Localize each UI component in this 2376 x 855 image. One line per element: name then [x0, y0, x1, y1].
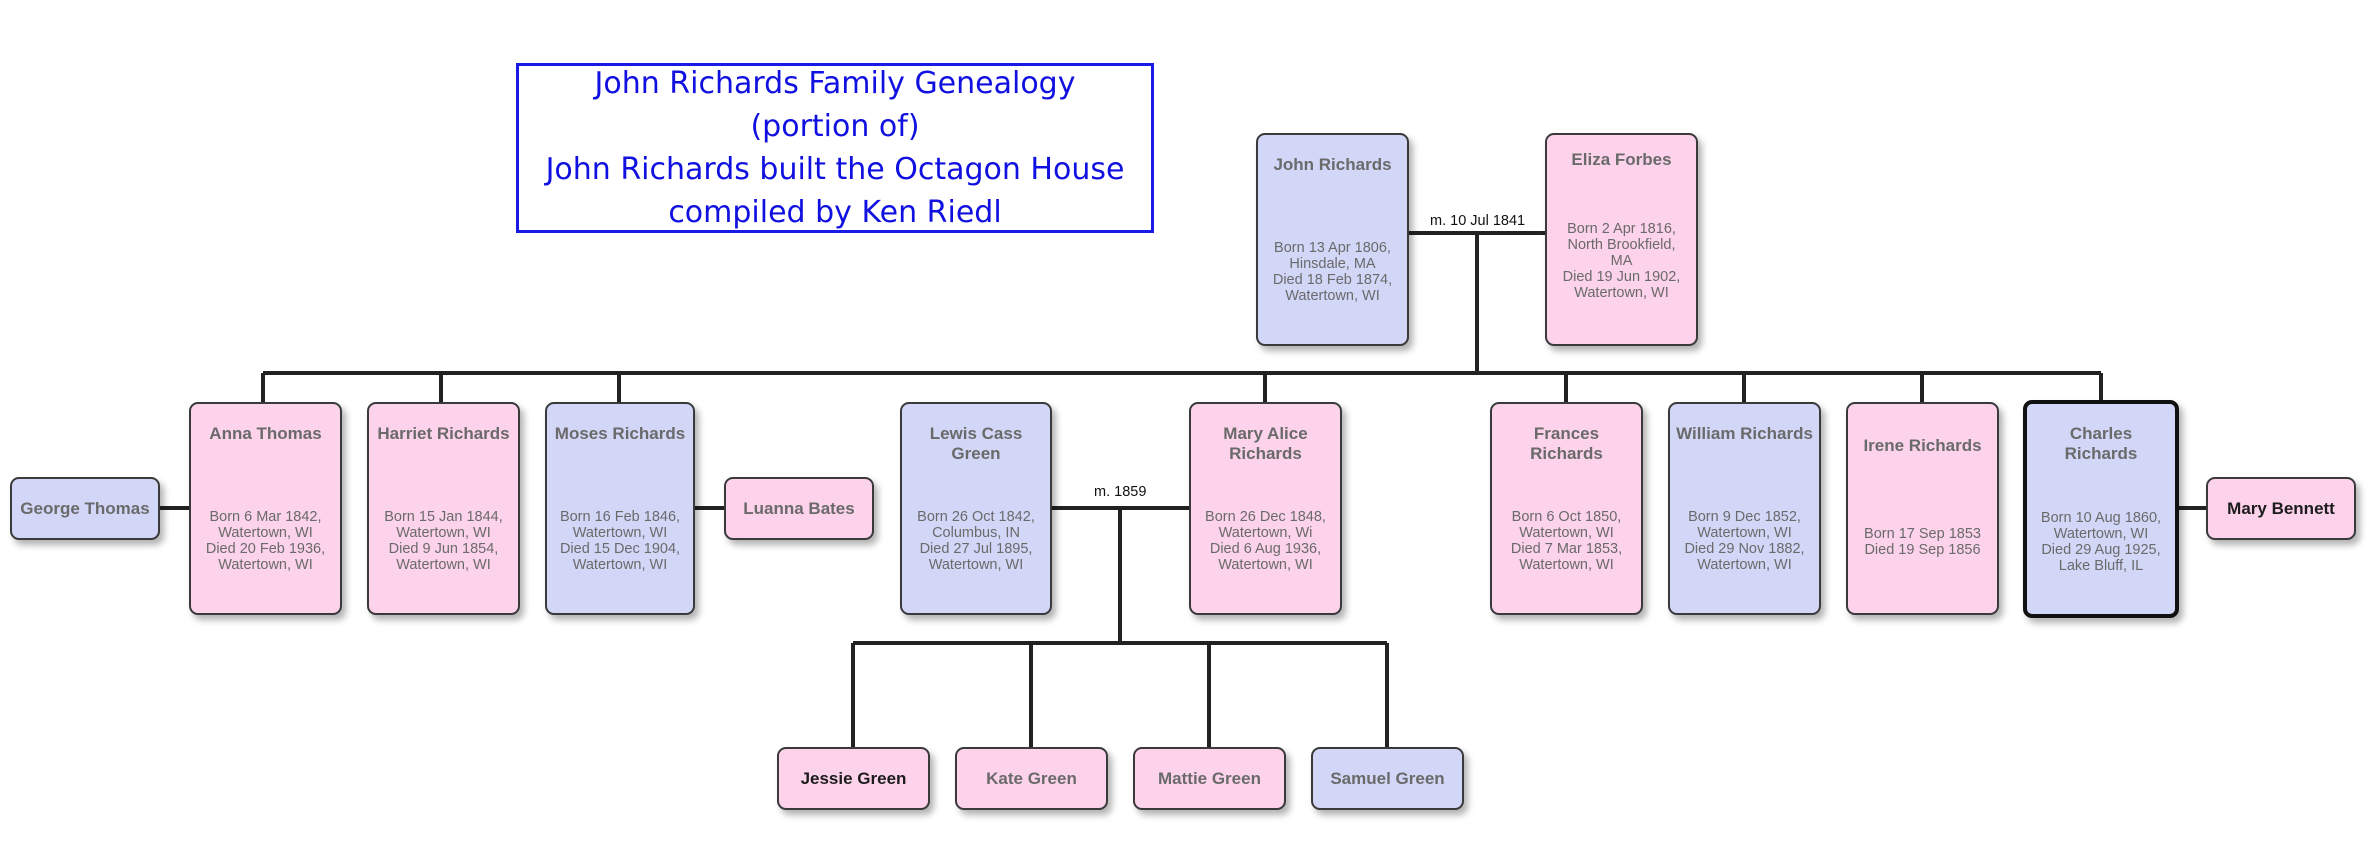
marriage-label-john-eliza: m. 10 Jul 1841 — [1430, 213, 1526, 229]
person-name: Lewis Cass Green — [929, 424, 1023, 463]
person-name: William Richards — [1676, 424, 1813, 443]
person-card-moses-richards[interactable]: Moses Richards Born 16 Feb 1846, Waterto… — [545, 402, 695, 615]
person-card-luanna-bates[interactable]: Luanna Bates — [724, 477, 874, 540]
person-card-eliza-forbes[interactable]: Eliza Forbes Born 2 Apr 1816, North Broo… — [1545, 133, 1698, 346]
person-name: Harriet Richards — [377, 424, 510, 443]
person-name: Luanna Bates — [743, 498, 855, 518]
title-line-2: (portion of) — [750, 109, 920, 144]
person-details: Born 2 Apr 1816, North Brookfield, MA Di… — [1562, 221, 1681, 301]
person-card-john-richards[interactable]: John Richards Born 13 Apr 1806, Hinsdale… — [1256, 133, 1409, 346]
person-details: Born 13 Apr 1806, Hinsdale, MA Died 18 F… — [1272, 240, 1393, 304]
person-name: Eliza Forbes — [1571, 150, 1672, 169]
person-details: Born 6 Mar 1842, Watertown, WI Died 20 F… — [205, 509, 326, 573]
person-name: Moses Richards — [554, 424, 686, 443]
person-details: Born 26 Dec 1848, Watertown, Wi Died 6 A… — [1205, 509, 1326, 573]
person-name: Samuel Green — [1330, 768, 1445, 788]
person-card-frances-richards[interactable]: Frances Richards Born 6 Oct 1850, Watert… — [1490, 402, 1643, 615]
person-name: George Thomas — [20, 498, 150, 518]
person-name: Frances Richards — [1530, 424, 1603, 463]
person-card-harriet-richards[interactable]: Harriet Richards Born 15 Jan 1844, Water… — [367, 402, 520, 615]
person-details: Born 26 Oct 1842, Columbus, IN Died 27 J… — [917, 509, 1035, 573]
marriage-label-lewis-mary: m. 1859 — [1094, 484, 1147, 500]
person-details: Born 10 Aug 1860, Watertown, WI Died 29 … — [2040, 510, 2162, 574]
person-card-charles-richards[interactable]: Charles Richards Born 10 Aug 1860, Water… — [2023, 400, 2179, 618]
person-name: Mattie Green — [1158, 768, 1261, 788]
person-name: Jessie Green — [800, 768, 907, 788]
person-card-samuel-green[interactable]: Samuel Green — [1311, 747, 1464, 810]
person-name: Anna Thomas — [209, 424, 322, 443]
person-card-jessie-green[interactable]: Jessie Green — [777, 747, 930, 810]
person-card-george-thomas[interactable]: George Thomas — [10, 477, 160, 540]
person-card-irene-richards[interactable]: Irene Richards Born 17 Sep 1853 Died 19 … — [1846, 402, 1999, 615]
person-card-lewis-cass-green[interactable]: Lewis Cass Green Born 26 Oct 1842, Colum… — [900, 402, 1052, 615]
person-name: Mary Alice Richards — [1223, 424, 1308, 463]
person-name: John Richards — [1273, 155, 1392, 174]
title-line-4: compiled by Ken Riedl — [668, 195, 1002, 230]
title-box: John Richards Family Genealogy (portion … — [516, 63, 1154, 233]
person-name: Kate Green — [986, 768, 1077, 788]
person-details: Born 16 Feb 1846, Watertown, WI Died 15 … — [559, 509, 681, 573]
person-card-mary-alice-richards[interactable]: Mary Alice Richards Born 26 Dec 1848, Wa… — [1189, 402, 1342, 615]
person-details: Born 17 Sep 1853 Died 19 Sep 1856 — [1864, 526, 1981, 558]
person-card-anna-thomas[interactable]: Anna Thomas Born 6 Mar 1842, Watertown, … — [189, 402, 342, 615]
title-line-1: John Richards Family Genealogy — [594, 66, 1076, 101]
person-details: Born 6 Oct 1850, Watertown, WI Died 7 Ma… — [1510, 509, 1623, 573]
person-card-mattie-green[interactable]: Mattie Green — [1133, 747, 1286, 810]
person-name: Charles Richards — [2064, 424, 2138, 463]
person-details: Born 15 Jan 1844, Watertown, WI Died 9 J… — [384, 509, 503, 573]
title-line-3: John Richards built the Octagon House — [545, 152, 1125, 187]
person-card-mary-bennett[interactable]: Mary Bennett — [2206, 477, 2356, 540]
person-details: Born 9 Dec 1852, Watertown, WI Died 29 N… — [1684, 509, 1805, 573]
person-name: Mary Bennett — [2227, 498, 2335, 518]
person-card-kate-green[interactable]: Kate Green — [955, 747, 1108, 810]
person-name: Irene Richards — [1863, 436, 1982, 455]
person-card-william-richards[interactable]: William Richards Born 9 Dec 1852, Watert… — [1668, 402, 1821, 615]
